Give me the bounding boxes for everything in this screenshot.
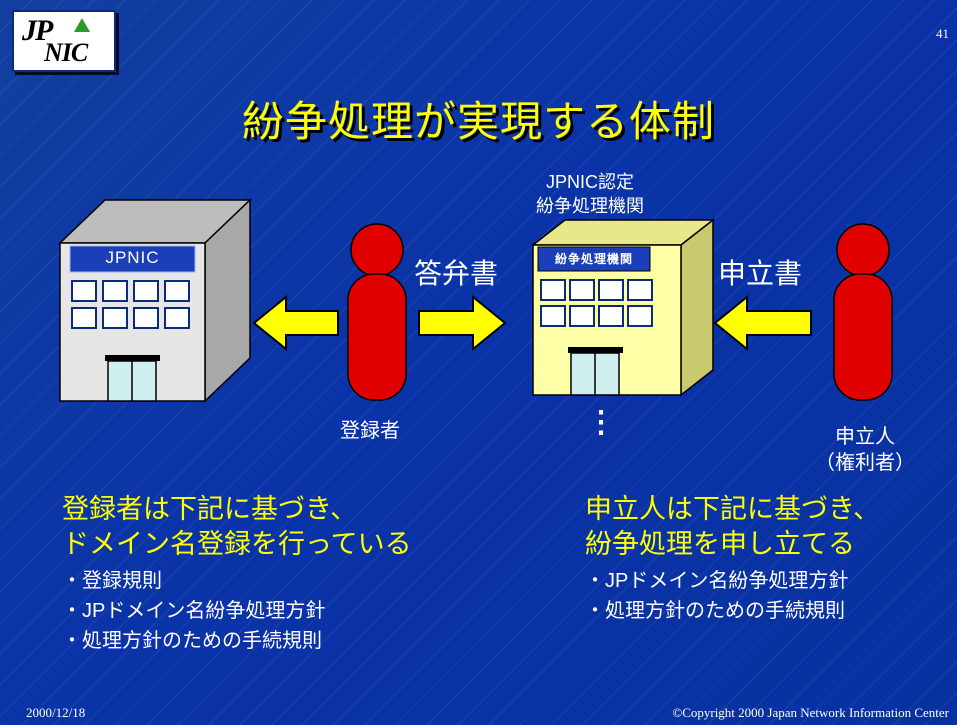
left-bullet-list: ・登録規則 ・JPドメイン名紛争処理方針 ・処理方針のための手続規則 [62,566,325,656]
left-bullet-item: ・登録規則 [62,570,162,592]
left-bullet-item: ・処理方針のための手続規則 [62,630,322,652]
complaint-doc-label: 申立書 [718,258,803,289]
org-label-line2: 紛争処理機関 [536,196,644,216]
dispute-org-building [530,218,716,397]
page-number: 41 [936,26,949,41]
left-heading-line1: 登録者は下記に基づき、 [62,494,358,524]
registrant-person-icon [347,223,407,401]
registrant-label: 登録者 [340,420,400,442]
right-heading-line1: 申立人は下記に基づき、 [585,494,881,524]
jpnic-sign [69,245,196,273]
right-bullet-list: ・JPドメイン名紛争処理方針 ・処理方針のための手続規則 [585,566,848,626]
left-heading-line2: ドメイン名登録を行っている [62,529,412,559]
complainant-label-line2: （権利者） [815,452,915,474]
right-bullet-item: ・処理方針のための手続規則 [585,600,845,622]
ellipsis-vertical-icon: ⋮ [586,406,616,439]
dispute-org-sign-label: 紛争処理機関 [554,252,633,266]
left-bullet-item: ・JPドメイン名紛争処理方針 [62,600,326,622]
answer-doc-label: 答弁書 [414,258,499,289]
dispute-org-sign [537,246,651,272]
complainant-label-line1: 申立人 [835,426,895,448]
arrow-left-to-jpnic [252,294,339,352]
org-label-line1: JPNIC認定 [545,172,634,192]
arrow-right-to-org [418,294,507,352]
footer-copyright: ©Copyright 2000 Japan Network Informatio… [672,705,949,720]
logo-text-jp: JP [22,14,53,47]
jpnic-sign-label: JPNIC [105,248,160,267]
right-bullet-item: ・JPドメイン名紛争処理方針 [585,570,849,592]
right-heading-line2: 紛争処理を申し立てる [585,529,855,559]
arrow-left-to-org [713,294,812,352]
jpnic-building [58,198,252,403]
footer-date: 2000/12/18 [26,705,86,720]
jpnic-logo: JP NIC [12,10,116,72]
slide-title: 紛争処理が実現する体制 [241,98,715,145]
logo-text-nic: NIC [44,38,88,67]
complainant-person-icon [833,223,893,401]
logo-triangle-icon [74,18,90,32]
